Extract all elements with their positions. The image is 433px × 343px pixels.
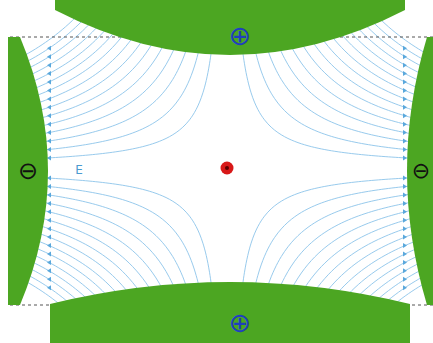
field-arrow	[47, 80, 51, 85]
positive-electrode: ⊕	[55, 0, 405, 58]
field-arrow	[47, 251, 51, 256]
field-arrow	[403, 285, 407, 290]
field-arrow	[47, 113, 51, 118]
field-arrow	[47, 63, 51, 68]
field-arrow	[403, 243, 407, 248]
field-arrow	[403, 54, 407, 59]
field-arrow	[403, 184, 407, 189]
field-arrow	[403, 88, 407, 93]
positive-electrode: ⊕	[50, 282, 410, 343]
field-arrow	[403, 176, 407, 181]
field-arrow	[403, 201, 407, 206]
field-arrow	[47, 243, 51, 248]
polarity-symbol: ⊖	[412, 160, 430, 182]
field-arrow	[47, 122, 51, 127]
field-arrow	[47, 235, 51, 240]
negative-electrode: ⊖	[8, 37, 50, 305]
field-arrow	[47, 46, 51, 51]
field-arrow	[403, 235, 407, 240]
field-arrow	[47, 285, 51, 290]
field-arrow	[403, 155, 407, 160]
field-arrow	[47, 96, 51, 101]
polarity-symbol: ⊕	[229, 309, 252, 336]
field-arrow	[47, 218, 51, 223]
field-arrow	[403, 63, 407, 68]
field-arrow	[403, 260, 407, 265]
field-arrow	[403, 105, 407, 110]
field-arrow	[403, 80, 407, 85]
field-arrow	[47, 260, 51, 265]
field-arrow	[403, 96, 407, 101]
field-arrow	[47, 192, 51, 197]
ion-particle	[221, 162, 234, 175]
field-arrow	[47, 88, 51, 93]
electrode-body	[407, 37, 433, 305]
field-arrow	[47, 277, 51, 282]
field-arrow	[47, 147, 51, 152]
field-arrow	[47, 71, 51, 76]
field-arrow	[47, 54, 51, 59]
field-arrow	[403, 277, 407, 282]
negative-electrode: ⊖	[405, 37, 433, 305]
field-arrow	[47, 268, 51, 273]
field-arrow	[403, 122, 407, 127]
field-arrow	[403, 192, 407, 197]
field-lines	[22, 0, 432, 343]
field-arrow	[403, 268, 407, 273]
field-arrow	[47, 226, 51, 231]
polarity-symbol: ⊕	[229, 22, 252, 49]
ion-particle-core	[225, 166, 229, 170]
field-label: E	[74, 164, 84, 176]
electrode-body	[8, 37, 48, 305]
field-arrow	[47, 139, 51, 144]
electrode-body	[55, 0, 405, 55]
field-arrow	[403, 147, 407, 152]
field-arrow	[403, 218, 407, 223]
polarity-symbol: ⊖	[18, 159, 38, 183]
field-arrow	[403, 251, 407, 256]
electrode-body	[50, 282, 410, 343]
field-arrow	[403, 130, 407, 135]
field-arrow	[47, 201, 51, 206]
field-arrow	[47, 209, 51, 214]
field-arrow	[403, 46, 407, 51]
field-arrow	[403, 139, 407, 144]
field-arrow	[403, 113, 407, 118]
field-arrow	[403, 209, 407, 214]
field-arrow	[403, 71, 407, 76]
field-arrow	[47, 105, 51, 110]
field-arrow	[47, 130, 51, 135]
field-arrow	[403, 226, 407, 231]
